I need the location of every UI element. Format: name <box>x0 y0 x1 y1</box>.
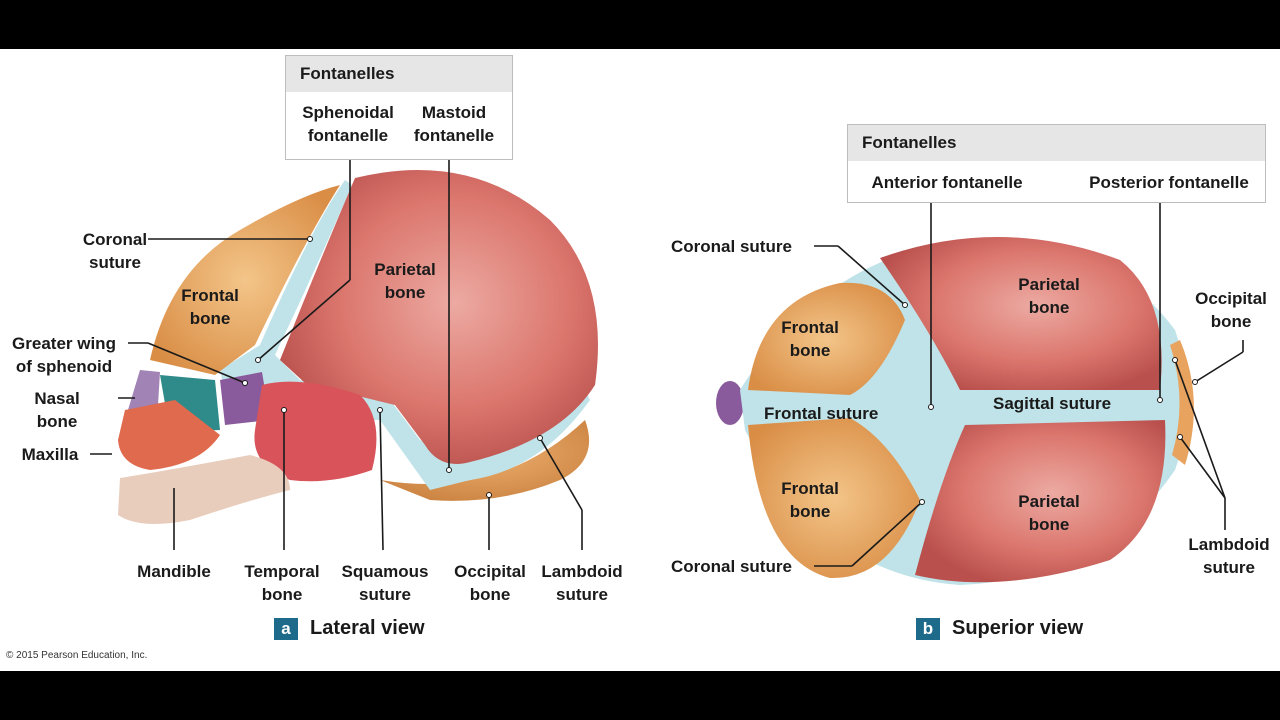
label-superior-lambdoid-suture: Lambdoid suture <box>1188 535 1270 577</box>
lateral-caption-badge: a <box>274 617 298 640</box>
label-parietal-bone-top: Parietal bone <box>1018 275 1080 317</box>
superior-frontal-bone-top <box>748 282 905 395</box>
label-superior-occipital-bone: Occipital bone <box>1195 289 1267 331</box>
lateral-fontanelles-box: Fontanelles <box>285 55 513 160</box>
label-squamous-suture: Squamous suture <box>341 562 429 604</box>
label-posterior-fontanelle: Posterior fontanelle <box>1089 173 1249 192</box>
label-sphenoidal-fontanelle: Sphenoidal fontanelle <box>302 103 394 145</box>
lateral-nasal <box>128 370 160 410</box>
lateral-mandible <box>118 455 290 524</box>
letterbox-bottom <box>0 671 1280 720</box>
superior-caption-text: Superior view <box>952 617 1084 639</box>
lateral-maxilla <box>118 400 220 470</box>
lateral-frontal-bone <box>150 185 340 375</box>
label-temporal-bone: Temporal bone <box>244 562 320 604</box>
superior-fontanelles-box: Fontanelles <box>847 124 1266 203</box>
label-anterior-fontanelle: Anterior fontanelle <box>871 173 1023 192</box>
superior-caption: b Superior view <box>916 617 1083 640</box>
lateral-temporal-bone <box>254 381 377 482</box>
superior-parietal-bone-bottom <box>915 420 1166 583</box>
superior-leaders <box>814 193 1244 567</box>
letterbox-top <box>0 0 1280 49</box>
superior-caption-badge: b <box>916 617 940 640</box>
label-coronal-suture: Coronal suture <box>82 230 148 272</box>
lateral-skull <box>118 170 598 524</box>
lateral-caption: a Lateral view <box>274 617 425 640</box>
label-parietal-bone-bottom: Parietal bone <box>1018 492 1080 534</box>
label-parietal-bone: Parietal bone <box>374 260 436 302</box>
label-lambdoid-suture: Lambdoid suture <box>541 562 623 604</box>
copyright-notice: © 2015 Pearson Education, Inc. <box>6 650 148 661</box>
label-frontal-bone-bottom: Frontal bone <box>781 479 839 521</box>
label-sagittal-suture: Sagittal suture <box>993 394 1112 413</box>
label-coronal-suture-top: Coronal suture <box>671 237 792 256</box>
lateral-occipital-bone <box>380 420 590 501</box>
label-frontal-bone: Frontal bone <box>181 286 239 328</box>
label-frontal-suture: Frontal suture <box>764 404 879 423</box>
lateral-caption-text: Lateral view <box>310 617 425 639</box>
label-coronal-suture-bottom: Coronal suture <box>671 557 792 576</box>
label-greater-wing-sphenoid: Greater wing of sphenoid <box>12 334 116 376</box>
superior-parietal-bone-top <box>880 236 1162 390</box>
label-frontal-bone-top: Frontal bone <box>781 318 839 360</box>
label-maxilla: Maxilla <box>21 445 79 464</box>
superior-nasal-tip <box>716 381 744 425</box>
lateral-fontanelles-title: Fontanelles <box>286 56 512 92</box>
label-occipital-bone: Occipital bone <box>454 562 526 604</box>
superior-fontanelles-title: Fontanelles <box>848 125 1265 161</box>
lateral-parietal-bone <box>280 170 598 464</box>
label-nasal-bone: Nasal bone <box>34 389 80 431</box>
label-mandible: Mandible <box>137 562 211 581</box>
superior-frontal-bone-bottom <box>748 418 920 579</box>
superior-occipital-bone <box>1170 340 1194 465</box>
superior-skull <box>716 236 1194 585</box>
label-mastoid-fontanelle: Mastoid fontanelle <box>413 103 495 145</box>
lateral-sphenoid <box>220 372 270 425</box>
lateral-leaders <box>90 158 583 551</box>
lateral-leader-dots <box>242 236 543 498</box>
superior-leader-dots <box>902 302 1198 505</box>
